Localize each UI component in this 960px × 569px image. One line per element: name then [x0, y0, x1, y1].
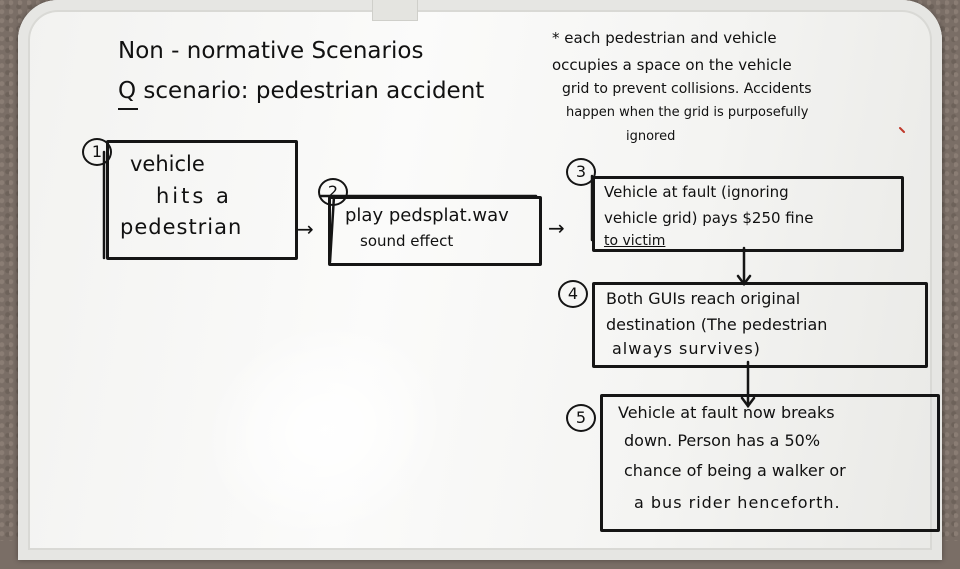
- arrow-1-to-2: →: [297, 217, 314, 241]
- step-number-5: 5: [566, 404, 596, 432]
- step-3-line: vehicle grid) pays $250 fine: [604, 209, 814, 227]
- red-marker-dot: [899, 127, 905, 133]
- step-5-line: down. Person has a 50%: [624, 431, 821, 450]
- board-clip: [372, 0, 418, 21]
- note-line: * each pedestrian and vehicle: [552, 29, 777, 47]
- step-box-1: [106, 140, 298, 260]
- arrow-4-to-5-head: [740, 396, 756, 409]
- step-4-line: destination (The pedestrian: [606, 315, 828, 334]
- step-1-line: pedestrian: [120, 215, 243, 239]
- whiteboard: [18, 0, 942, 560]
- step-4-line: Both GUIs reach original: [606, 289, 801, 308]
- arrow-2-to-3: →: [548, 216, 565, 240]
- step-5-line: Vehicle at fault now breaks: [618, 403, 835, 422]
- step-3-line: to victim: [604, 233, 666, 249]
- scenario-subtitle: Q scenario: pedestrian accident: [118, 78, 485, 104]
- step-number-1: 1: [82, 138, 112, 166]
- step-box-5: [600, 394, 940, 532]
- note-line: occupies a space on the vehicle: [552, 56, 792, 74]
- step-2-line: sound effect: [360, 232, 454, 250]
- scenario-underline: [118, 108, 138, 110]
- step-5-line: a bus rider henceforth.: [634, 493, 841, 512]
- diagram-title: Non - normative Scenarios: [118, 38, 424, 64]
- step-box-3: [592, 176, 904, 252]
- step-4-line: always survives): [612, 339, 761, 358]
- arrow-3-to-4-head: [736, 274, 752, 287]
- step-number-4: 4: [558, 280, 588, 308]
- step-box-4: [592, 282, 928, 368]
- step-5-line: chance of being a walker or: [624, 461, 846, 480]
- step-1-line: hits a: [156, 184, 232, 208]
- note-line: ignored: [626, 129, 676, 144]
- step-3-line: Vehicle at fault (ignoring: [604, 183, 789, 201]
- step-2-box-lid: [328, 194, 336, 264]
- step-2-line: play pedsplat.wav: [345, 205, 509, 226]
- step-1-line: vehicle: [130, 152, 205, 176]
- note-line: happen when the grid is purposefully: [566, 105, 809, 120]
- note-line: grid to prevent collisions. Accidents: [562, 81, 812, 97]
- step-number-3: 3: [566, 158, 596, 186]
- step-box-2: [328, 196, 542, 266]
- connector-layer: [102, 127, 905, 409]
